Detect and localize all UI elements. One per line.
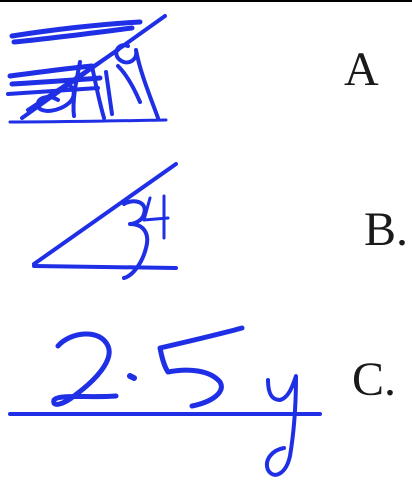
scribble-stroke [9, 19, 143, 39]
option-b-label: B. [364, 203, 409, 256]
scribble-stroke [8, 118, 168, 124]
option-b-drawing [32, 162, 178, 280]
angle-base [32, 264, 178, 270]
scribble-stroke [114, 43, 160, 120]
scribble-stroke [7, 63, 95, 79]
option-a-label: A [344, 43, 379, 96]
digit-3 [122, 199, 150, 280]
digit-2 [51, 331, 119, 407]
handwritten-answer-c [51, 325, 298, 477]
option-c-label: C. [352, 353, 397, 406]
option-c-drawing [8, 325, 322, 477]
scribble-stroke [11, 25, 135, 45]
digit-4 [142, 194, 170, 240]
option-a-scribble [6, 14, 168, 124]
digit-5 [157, 325, 245, 409]
scribble-stroke [9, 75, 103, 87]
scribble-stroke [116, 64, 142, 104]
scribble-stroke [71, 60, 82, 118]
scribble-stroke [90, 64, 106, 120]
scribble-stroke [104, 70, 114, 116]
angle-ray [32, 162, 178, 266]
letter-y [265, 374, 298, 477]
handwritten-answer-b [122, 194, 170, 280]
decimal-point [127, 373, 137, 381]
